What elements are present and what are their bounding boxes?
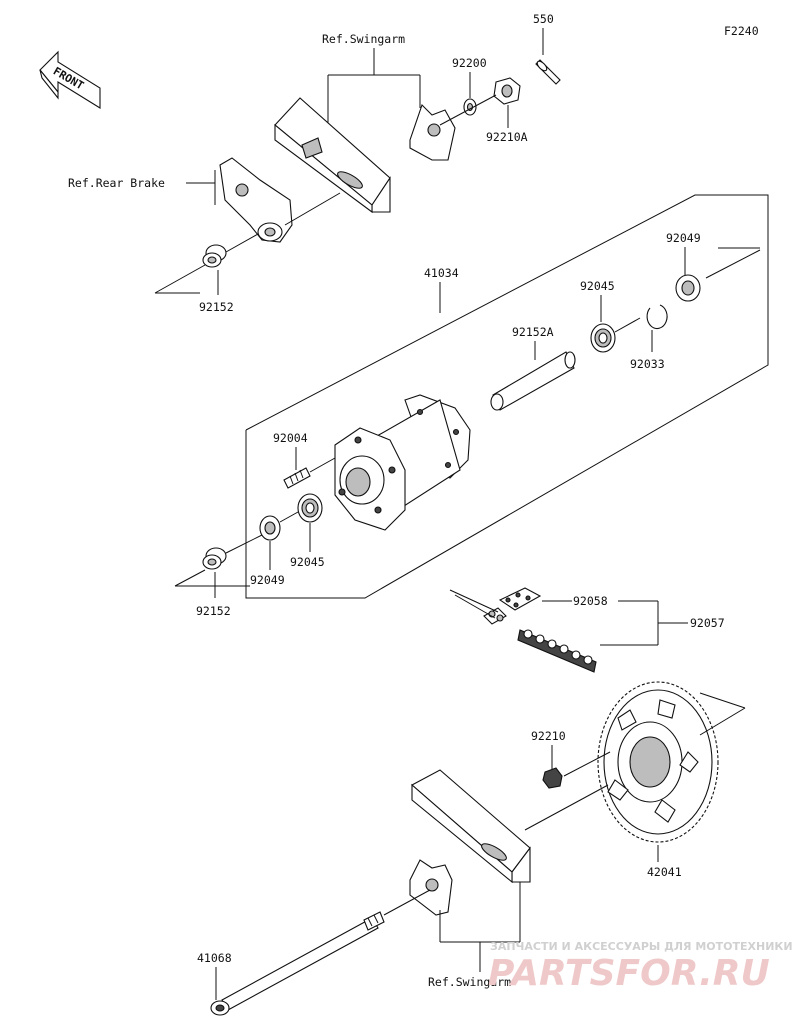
- part-42041-label: 42041: [647, 865, 682, 879]
- collar-92152-top: [202, 244, 227, 268]
- part-92058-label: 92058: [573, 594, 608, 608]
- part-92200-label: 92200: [452, 56, 487, 70]
- oil-seal-92049-top: [675, 274, 701, 302]
- part-92210-label: 92210: [531, 729, 566, 743]
- ref-swingarm-bottom-bracket: [439, 882, 521, 972]
- drive-chain-92057: [517, 629, 597, 673]
- rear-axle-41068: [210, 911, 385, 1016]
- part-41068-label: 41068: [197, 951, 232, 965]
- part-92049-bottom-label: 92049: [250, 573, 285, 587]
- part-92152-bottom-label: 92152: [196, 604, 231, 618]
- bearing-92045-bottom: [297, 493, 323, 523]
- circlip-92033: [646, 304, 668, 330]
- rear-brake-caliper-bracket: [219, 157, 293, 243]
- part-92033-label: 92033: [630, 357, 665, 371]
- part-92045-bottom-label: 92045: [290, 555, 325, 569]
- part-92152a-label: 92152A: [512, 325, 554, 339]
- ref-swingarm-bottom-label: Ref.Swingarm: [428, 975, 511, 989]
- watermark-logo: PARTSFOR.RU: [488, 953, 770, 994]
- bearing-92045-top: [590, 323, 616, 353]
- swingarm-end-bottom: [411, 769, 531, 884]
- diagram-code: F2240: [724, 24, 759, 38]
- front-arrow-icon: FRONT: [39, 50, 101, 109]
- part-550-label: 550: [533, 12, 554, 26]
- oil-seal-92049-bottom: [259, 515, 281, 541]
- part-92152-top-label: 92152: [199, 300, 234, 314]
- part-92210a-label: 92210A: [486, 130, 528, 144]
- part-92049-top-label: 92049: [666, 231, 701, 245]
- hub-assembly-box-41034: [245, 194, 769, 599]
- swingarm-end-top: [274, 97, 391, 214]
- nut-92210a: [493, 77, 521, 105]
- ref-rear-brake-label: Ref.Rear Brake: [68, 176, 165, 190]
- stud-92004: [283, 467, 311, 489]
- watermark-caption: ЗАПЧАСТИ И АКСЕССУАРЫ ДЛЯ МОТОТЕХНИКИ: [490, 940, 793, 953]
- rear-hub: [334, 394, 471, 531]
- part-92045-top-label: 92045: [580, 279, 615, 293]
- part-41034-label: 41034: [424, 266, 459, 280]
- part-92057-label: 92057: [690, 616, 725, 630]
- part-92004-label: 92004: [273, 431, 308, 445]
- ref-swingarm-top-label: Ref.Swingarm: [322, 32, 405, 46]
- chain-adjuster-bottom: [409, 859, 453, 916]
- collar-92152-bottom: [202, 547, 227, 570]
- ref-swingarm-top-bracket: [327, 48, 421, 130]
- nut-92210: [542, 767, 563, 789]
- cotter-pin-550: [535, 59, 561, 85]
- rear-sprocket-42041: [597, 681, 719, 843]
- distance-collar-92152a: [490, 351, 576, 411]
- chain-master-link-92058: [449, 587, 542, 625]
- chain-adjuster-top: [409, 103, 456, 161]
